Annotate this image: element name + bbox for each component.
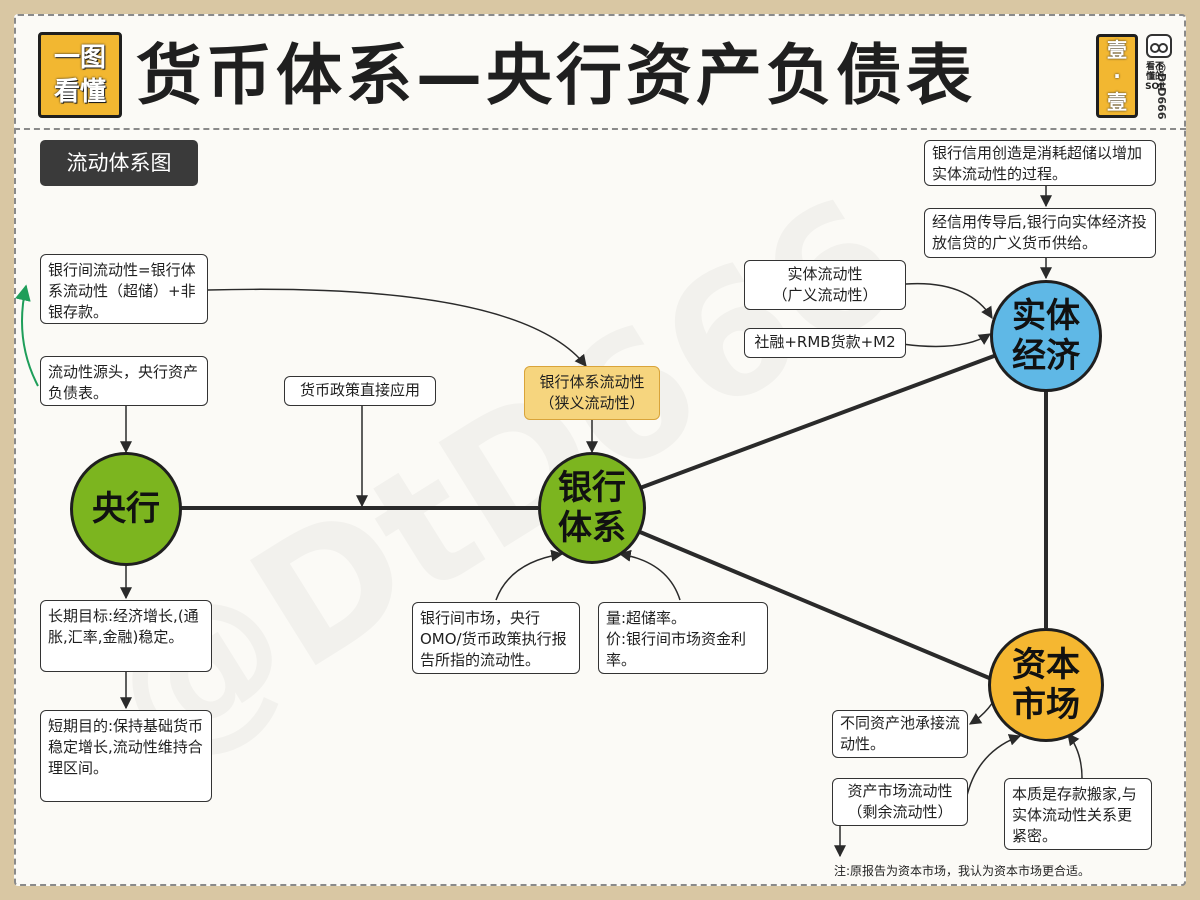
author-name-line: SOL [1145,82,1165,92]
series-line-3: 壹 [1107,90,1127,114]
liquidity-source-box: 流动性源头，央行资产负债表。 [40,356,208,406]
arrow-social-financing-to-node [901,333,992,348]
interbank-liquidity-box: 银行间流动性=银行体系流动性（超储）+非银存款。 [40,254,208,324]
arrow-market-to-banking [495,549,564,601]
quantity-price-box: 量:超储率。 价:银行间市场资金利率。 [598,602,768,674]
deposit-migration-box: 本质是存款搬家,与实体流动性关系更紧密。 [1004,778,1152,850]
series-badge: 壹 · 壹 [1096,34,1138,118]
credit-transmission-box: 经信用传导后,银行向实体经济投放信贷的广义货币供给。 [924,208,1156,258]
central-bank-node: 央行 [70,452,182,566]
real-liquidity-line-2: （广义流动性） [772,286,878,304]
arrow-interbank-to-gold [207,288,587,367]
capital-market-label-1: 资本 [1012,645,1080,685]
banking-system-label-2: 体系 [558,508,626,548]
author-avatar-icon [1146,34,1172,58]
author-name-line: 懂的 [1145,72,1164,82]
capital-liquidity-line-2: （剩余流动性） [847,803,953,821]
banking-system-label-1: 银行 [558,468,626,508]
monetary-policy-box: 货币政策直接应用 [284,376,436,406]
capital-market-label-2: 市场 [1012,685,1080,725]
highlight-arrow [15,284,39,387]
section-tag: 流动体系图 [40,140,198,186]
credit-creation-box: 银行信用创造是消耗超储以增加实体流动性的过程。 [924,140,1156,186]
quantity-line: 量:超储率。 [606,609,687,627]
page-title: 货币体系—央行资产负债表 [136,37,976,114]
series-line-2: · [1113,64,1121,88]
banking-liquidity-line-2: （狭义流动性） [539,394,645,412]
long-term-goal-box: 长期目标:经济增长,(通胀,汇率,金融)稳定。 [40,600,212,672]
banking-liquidity-box: 银行体系流动性 （狭义流动性） [524,366,660,420]
real-economy-label-2: 经济 [1012,336,1080,376]
banking-liquidity-line-1: 银行体系流动性 [539,373,645,391]
real-liquidity-box: 实体流动性 （广义流动性） [744,260,906,310]
price-line: 价:银行间市场资金利率。 [606,630,747,669]
logo-badge: 一图 看懂 [38,32,122,118]
series-line-1: 壹 [1107,38,1127,62]
logo-line-2: 看懂 [53,77,106,107]
link-banking-capital-market [639,530,995,682]
logo-line-1: 一图 [53,43,106,73]
arrow-real-liquidity-to-node [905,282,993,320]
real-economy-label-1: 实体 [1012,296,1080,336]
interbank-market-box: 银行间市场，央行OMO/货币政策执行报告所指的流动性。 [412,602,580,674]
asset-pools-box: 不同资产池承接流动性。 [832,710,968,758]
header-divider [14,128,1186,130]
arrow-deposit-to-node [1067,733,1083,779]
footnote: 注:原报告为资本市场，我认为资本市场更合适。 [834,864,1091,878]
link-banking-real-economy [639,354,995,490]
social-financing-box: 社融+RMB货款+M2 [744,328,906,358]
capital-market-liquidity-box: 资产市场流动性 （剩余流动性） [832,778,968,826]
capital-market-node: 资本 市场 [988,628,1104,742]
arrow-quantity-to-banking [618,549,681,601]
short-term-goal-box: 短期目的:保持基础货币稳定增长,流动性维持合理区间。 [40,710,212,802]
central-bank-label: 央行 [92,489,160,529]
capital-liquidity-line-1: 资产市场流动性 [847,782,953,800]
real-liquidity-line-1: 实体流动性 [787,265,863,283]
real-economy-node: 实体 经济 [990,280,1102,392]
author-name-line: 看不 [1145,62,1164,72]
arrow-cap-liquidity-to-node [965,734,1022,801]
author-name: 看不 懂的 SOL [1144,62,1166,92]
banking-system-node: 银行 体系 [538,452,646,564]
